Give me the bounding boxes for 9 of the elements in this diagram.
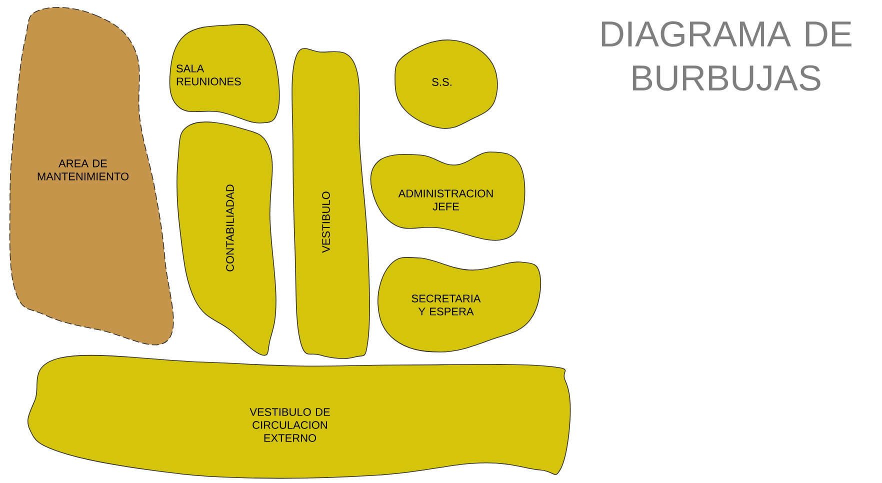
title: DIAGRAMA DE BURBUJAS <box>602 21 852 91</box>
bubble: ADMINISTRACION JEFE <box>370 152 526 241</box>
bubble: SALA REUNIONES <box>169 24 280 124</box>
bubble: SECRETARIA Y ESPERA <box>377 256 542 352</box>
bubble: AREA DE MANTENIMIENTO <box>9 7 174 346</box>
bubble: VESTIBULO <box>292 48 370 359</box>
bubble: VESTIBULO DE CIRCULACION EXTERNO <box>27 354 571 479</box>
bubble: S.S. <box>394 40 498 129</box>
bubble: CONTABILIADAD <box>176 122 276 356</box>
